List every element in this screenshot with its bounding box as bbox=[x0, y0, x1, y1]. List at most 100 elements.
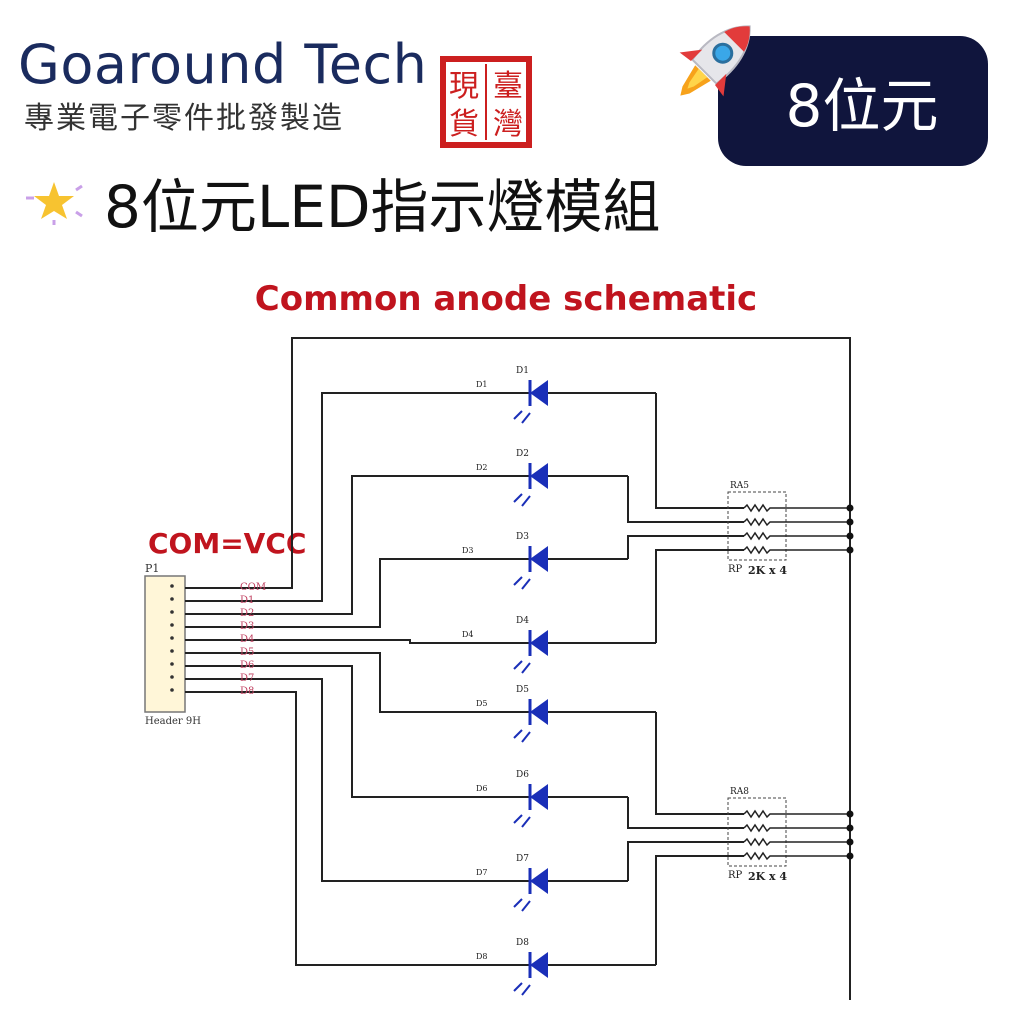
header-pin-label-5: D5 bbox=[240, 647, 254, 658]
header-pin-dot bbox=[170, 623, 174, 627]
rp-input-wire bbox=[627, 535, 744, 559]
led-net-7: D7 bbox=[476, 868, 488, 877]
resistor-pack-body-2 bbox=[727, 797, 787, 867]
led-net-1: D1 bbox=[476, 380, 488, 389]
resistor-pack-value-1: 2K x 4 bbox=[748, 564, 787, 577]
header-pin-dot bbox=[170, 636, 174, 640]
led-symbol-5 bbox=[530, 699, 548, 725]
led-cathode-wire-2 bbox=[185, 475, 530, 615]
resistor-element bbox=[743, 823, 850, 833]
resistor-pack-value-2: 2K x 4 bbox=[748, 870, 787, 883]
led-emission-arrow bbox=[513, 493, 523, 503]
led-emission-arrow bbox=[513, 814, 523, 824]
resistor-element bbox=[743, 531, 850, 541]
junction-dot bbox=[846, 532, 854, 540]
header-pin-label-0: COM bbox=[240, 582, 266, 593]
led-ref-4: D4 bbox=[516, 616, 529, 626]
header-pin-label-8: D8 bbox=[240, 686, 254, 697]
led-emission-arrow bbox=[513, 982, 523, 992]
brand-tagline: 專業電子零件批發製造 bbox=[24, 101, 344, 136]
header-pin-dot bbox=[170, 662, 174, 666]
resistor-pack-body-1 bbox=[727, 491, 787, 561]
junction-dot bbox=[846, 518, 854, 526]
led-ref-1: D1 bbox=[516, 366, 529, 376]
junction-dot bbox=[846, 852, 854, 860]
com-rail bbox=[185, 337, 851, 1000]
brand-name: Goaround Tech bbox=[18, 33, 428, 96]
led-cathode-wire-1 bbox=[185, 392, 530, 602]
led-net-2: D2 bbox=[476, 463, 488, 472]
led-emission-arrow bbox=[513, 576, 523, 586]
resistor-element bbox=[743, 851, 850, 861]
header-pin-dot bbox=[170, 688, 174, 692]
svg-text:臺: 臺 bbox=[493, 69, 523, 104]
header-pin-dot bbox=[170, 649, 174, 653]
junction-dot bbox=[846, 824, 854, 832]
schematic-title: Common anode schematic bbox=[255, 279, 757, 319]
led-emission-arrow bbox=[521, 900, 531, 912]
led-net-4: D4 bbox=[462, 630, 474, 639]
resistor-element bbox=[743, 517, 850, 527]
header-pin-label-3: D3 bbox=[240, 621, 254, 632]
led-ref-7: D7 bbox=[516, 854, 529, 864]
led-symbol-6 bbox=[530, 784, 548, 810]
led-cathode-wire-5 bbox=[185, 652, 530, 713]
header-pin-label-7: D7 bbox=[240, 673, 254, 684]
rp-input-wire bbox=[627, 797, 744, 829]
svg-text:灣: 灣 bbox=[493, 107, 523, 142]
led-net-3: D3 bbox=[462, 546, 474, 555]
led-ref-2: D2 bbox=[516, 449, 529, 459]
svg-text:現: 現 bbox=[449, 69, 479, 104]
led-ref-6: D6 bbox=[516, 770, 529, 780]
led-cathode-wire-4 bbox=[185, 639, 530, 644]
led-emission-arrow bbox=[521, 495, 531, 507]
svg-text:貨: 貨 bbox=[449, 107, 479, 142]
led-emission-arrow bbox=[521, 578, 531, 590]
header-ref: P1 bbox=[145, 562, 159, 575]
led-net-6: D6 bbox=[476, 784, 488, 793]
wires bbox=[185, 337, 851, 1000]
led-cathode-wire-8 bbox=[185, 691, 530, 966]
led-cathode-wire-7 bbox=[185, 678, 530, 882]
rp-input-wire bbox=[655, 393, 744, 509]
junction-dot bbox=[846, 838, 854, 846]
header-pin-dot bbox=[170, 584, 174, 588]
led-symbol-4 bbox=[530, 630, 548, 656]
pin-header bbox=[144, 575, 186, 713]
resistor-pack-label-1: RP bbox=[728, 564, 743, 575]
led-emission-arrow bbox=[521, 816, 531, 828]
resistor-element bbox=[743, 503, 850, 513]
led-symbol-2 bbox=[530, 463, 548, 489]
rp-input-wire bbox=[627, 841, 744, 881]
led-emission-arrow bbox=[513, 898, 523, 908]
header-pin-label-1: D1 bbox=[240, 595, 254, 606]
led-ref-8: D8 bbox=[516, 938, 529, 948]
led-emission-arrow bbox=[521, 984, 531, 996]
led-symbol-8 bbox=[530, 952, 548, 978]
led-emission-arrow bbox=[521, 731, 531, 743]
junction-dot bbox=[846, 546, 854, 554]
led-symbol-7 bbox=[530, 868, 548, 894]
product-title: 8位元LED指示燈模組 bbox=[104, 173, 661, 241]
resistor-pack-label-2: RP bbox=[728, 870, 743, 881]
rp-input-wire bbox=[627, 476, 744, 523]
resistor-pack-ref-1: RA5 bbox=[730, 481, 749, 491]
resistor-element bbox=[743, 837, 850, 847]
header-pin-dot bbox=[170, 610, 174, 614]
junction-dot bbox=[846, 810, 854, 818]
led-net-8: D8 bbox=[476, 952, 488, 961]
resistor-pack-ref-2: RA8 bbox=[730, 787, 749, 797]
rp-input-wire bbox=[655, 855, 744, 965]
rocket-icon bbox=[679, 25, 751, 97]
header-pin-dot bbox=[170, 675, 174, 679]
led-ref-5: D5 bbox=[516, 685, 529, 695]
header-pin-dot bbox=[170, 597, 174, 601]
led-cathode-wire-6 bbox=[185, 665, 530, 798]
header-pin-label-2: D2 bbox=[240, 608, 254, 619]
led-symbol-3 bbox=[530, 546, 548, 572]
led-emission-arrow bbox=[513, 729, 523, 739]
